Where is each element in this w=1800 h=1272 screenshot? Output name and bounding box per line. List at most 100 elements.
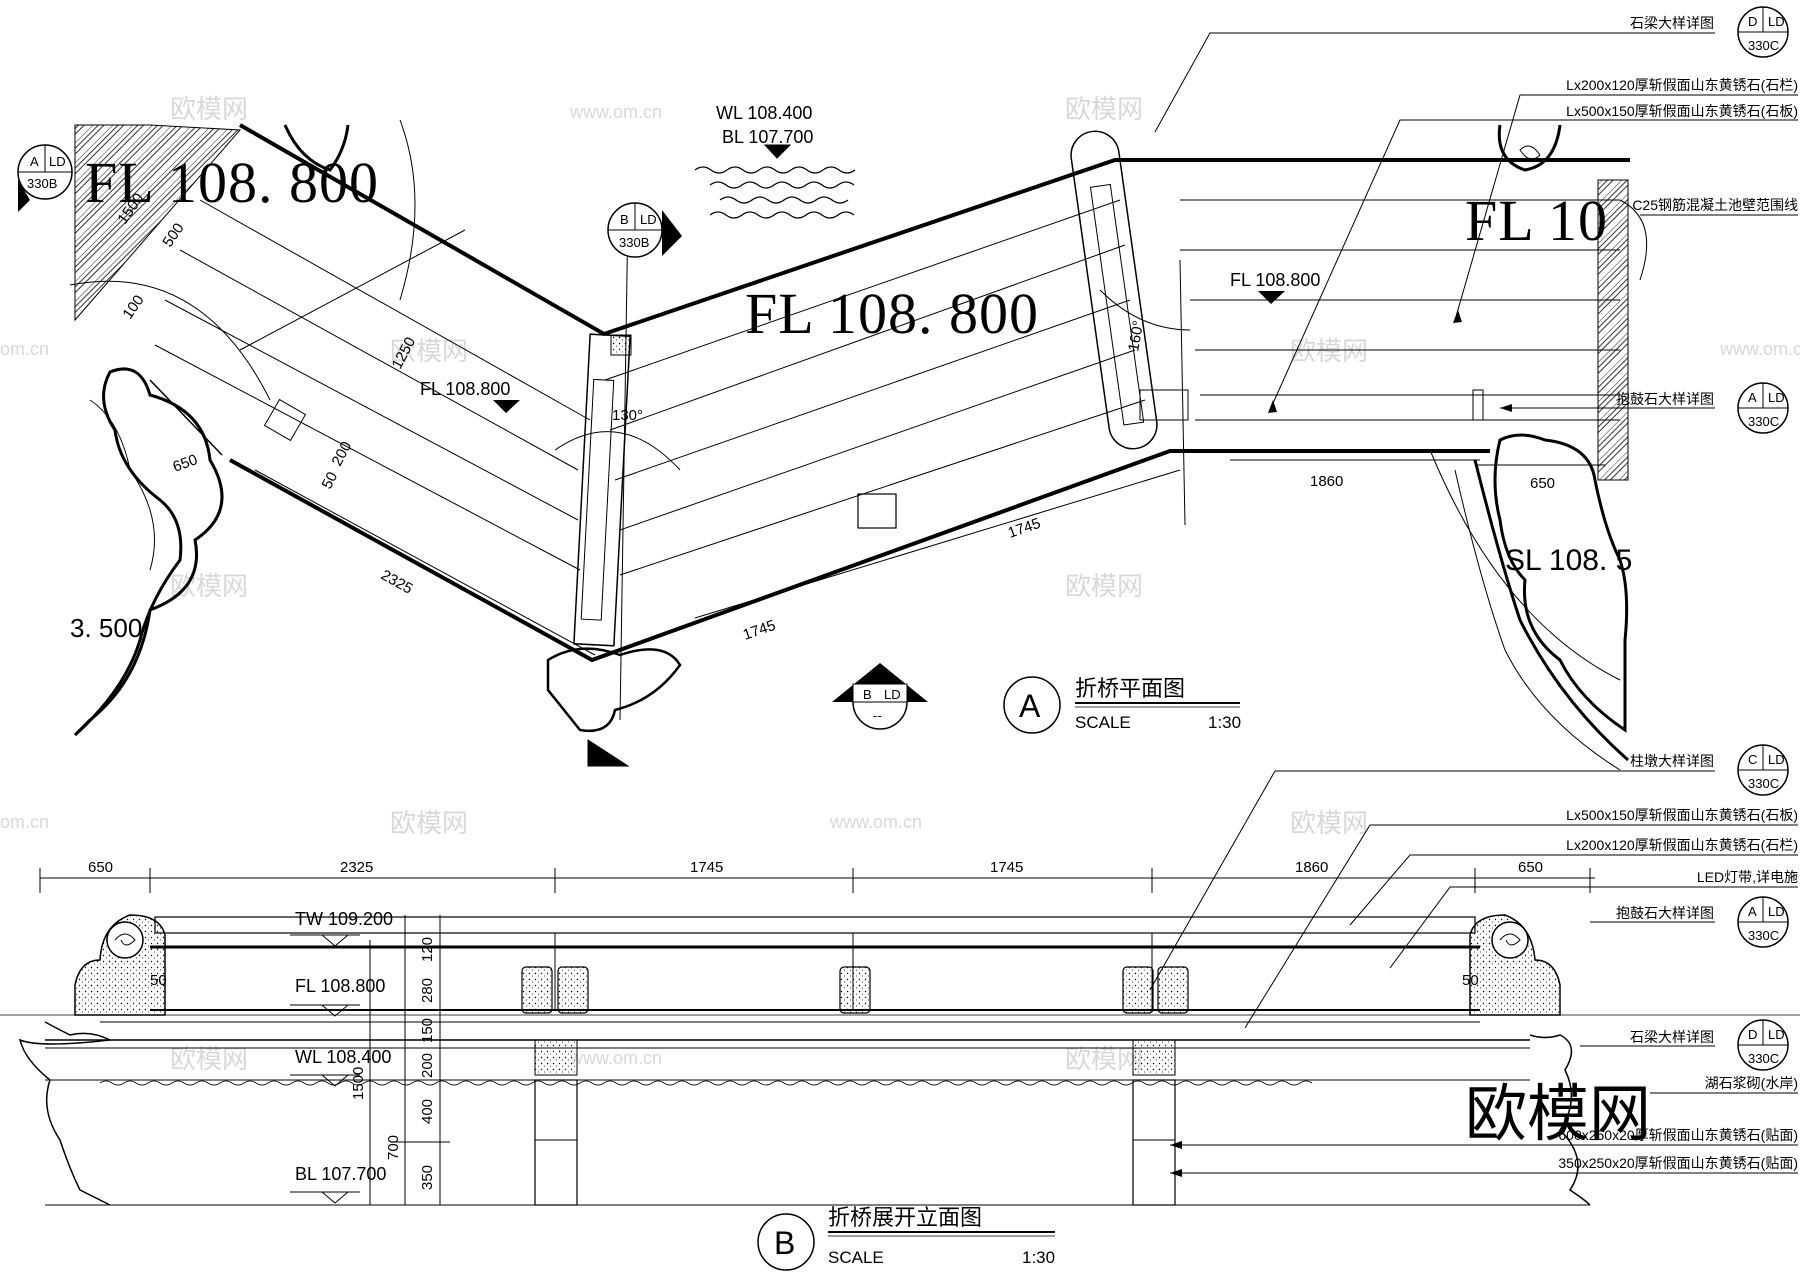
- section-mark-b-bottom: B LD --: [832, 663, 928, 730]
- elev-dim-650-left: 650: [88, 859, 113, 876]
- elev-posts: [521, 966, 1189, 1014]
- level-marker: [1258, 291, 1285, 304]
- rock-top-right: [1497, 124, 1562, 172]
- level-tw: TW 109.200: [295, 909, 393, 929]
- callout-rail: Lx200x120厚斩假面山东黄锈石(石栏): [1566, 77, 1798, 93]
- dim-650-right: 650: [1530, 475, 1555, 492]
- watermark-site: www.om.cn: [1719, 339, 1800, 359]
- angle-160: 160°: [1125, 319, 1147, 353]
- callout-concrete-wall: C25钢筋混凝土池壁范围线: [1632, 197, 1798, 213]
- watermark-site: om.cn: [0, 812, 49, 832]
- svg-text:LD: LD: [1768, 904, 1785, 919]
- bridge-south-edge: [229, 449, 1490, 663]
- vdim-150: 150: [419, 1018, 436, 1043]
- vdim-280: 280: [419, 978, 436, 1003]
- elevation-callouts: 柱墩大样详图 C LD 330C Lx500x150厚斩假面山东黄锈石(石板) …: [1149, 744, 1798, 1177]
- bridge-north-edge: [239, 123, 1630, 337]
- right-paving-hatch: [1597, 179, 1629, 481]
- pier-130: [573, 333, 631, 647]
- level-fl: FL 108.800: [295, 976, 385, 996]
- elevation-title-name: 折桥展开立面图: [828, 1205, 982, 1230]
- svg-text:330C: 330C: [1748, 1051, 1779, 1066]
- svg-text:LD: LD: [1768, 390, 1785, 405]
- svg-text:1:30: 1:30: [1022, 1248, 1055, 1267]
- svg-text:--: --: [873, 708, 882, 723]
- plan-callouts: 石梁大样详图 D LD 330C Lx200x120厚斩假面山东黄锈石(石栏) …: [1154, 6, 1798, 434]
- elev-pier-1: [534, 1039, 578, 1076]
- dim-1860: 1860: [1310, 473, 1343, 490]
- svg-text:LD: LD: [49, 154, 66, 169]
- fl-small-2: FL 108.800: [1230, 270, 1320, 290]
- watermark-brand: 欧模网: [390, 336, 468, 366]
- angle-130: 130°: [612, 407, 643, 424]
- callout-drum-stone: 抱鼓石大样详图: [1616, 391, 1714, 407]
- vdim-120: 120: [419, 937, 436, 962]
- plan-view: [69, 119, 1648, 771]
- bottom-level: BL 107.700: [722, 127, 813, 147]
- left-paving-hatch: [74, 124, 242, 322]
- watermark-logo: 欧模网: [1465, 1080, 1651, 1149]
- watermark-brand: 欧模网: [1290, 336, 1368, 366]
- rock-bottom: [546, 647, 682, 733]
- rock-right: [1493, 433, 1629, 733]
- svg-text:D: D: [1748, 1027, 1757, 1042]
- vdim-350: 350: [419, 1165, 436, 1190]
- watermark-brand: 欧模网: [1065, 1044, 1143, 1074]
- rock-left: [73, 367, 224, 737]
- svg-text:B: B: [774, 1225, 795, 1261]
- elevation-labels: 650 2325 1745 1745 1860 650 TW 109.200 F…: [88, 859, 1543, 1190]
- callout-cladding-350: 350x250x20厚斩假面山东黄锈石(贴面): [1558, 1155, 1798, 1171]
- callout-led: LED灯带,详电施: [1697, 869, 1798, 885]
- callout-shore: 湖石浆砌(水岸): [1705, 1075, 1798, 1091]
- plan-labels: FL 108. 800 FL 108. 800 FL 10 SL 108. 5 …: [70, 103, 1632, 644]
- shore-left: [18, 1021, 113, 1206]
- elev-dim-1745-b: 1745: [990, 859, 1023, 876]
- fl-label-center: FL 108. 800: [745, 281, 1039, 346]
- pier-160: [1070, 130, 1158, 450]
- svg-text:C: C: [1748, 752, 1757, 767]
- plan-title-name: 折桥平面图: [1075, 676, 1185, 701]
- svg-text:LD: LD: [1768, 14, 1785, 29]
- dim-1745-a: 1745: [1006, 515, 1043, 542]
- svg-text:LD: LD: [1768, 752, 1785, 767]
- watermark-brand: 欧模网: [170, 94, 248, 124]
- left-partial-label: 3. 500: [70, 613, 142, 643]
- svg-text:B: B: [863, 687, 872, 702]
- watermark-site: www.om.cn: [829, 812, 922, 832]
- svg-text:D: D: [1748, 14, 1757, 29]
- svg-text:SCALE: SCALE: [1075, 713, 1131, 732]
- svg-text:330C: 330C: [1748, 776, 1779, 791]
- watermark-site: www.om.cn: [569, 102, 662, 122]
- section-mark-b-top: B LD 330B: [607, 202, 682, 258]
- watermark-brand: 欧模网: [1065, 571, 1143, 601]
- level-wl: WL 108.400: [295, 1047, 391, 1067]
- side-50-left: 50: [150, 972, 167, 989]
- dim-650-left: 650: [171, 451, 200, 476]
- svg-text:A: A: [1748, 904, 1757, 919]
- dim-200: 200: [329, 439, 356, 469]
- svg-text:1:30: 1:30: [1208, 713, 1241, 732]
- vdim-1500: 1500: [350, 1067, 367, 1100]
- side-50-right: 50: [1462, 972, 1479, 989]
- elevation-title: B 折桥展开立面图 SCALE 1:30: [757, 1205, 1055, 1271]
- svg-text:LD: LD: [884, 687, 901, 702]
- sl-label: SL 108. 5: [1505, 544, 1632, 577]
- callout-cladding-600: 600x250x20厚斩假面山东黄锈石(贴面): [1558, 1127, 1798, 1143]
- water-waves: [694, 166, 856, 219]
- callout-elev-slab: Lx500x150厚斩假面山东黄锈石(石板): [1566, 807, 1798, 823]
- svg-text:330C: 330C: [1748, 414, 1779, 429]
- elev-dim-1745-a: 1745: [690, 859, 723, 876]
- callout-elev-beam: 石梁大样详图: [1630, 1029, 1714, 1045]
- dim-50: 50: [319, 469, 342, 492]
- vdim-200: 200: [419, 1053, 436, 1078]
- dim-1745-b: 1745: [741, 617, 778, 644]
- elev-dim-650-right: 650: [1518, 859, 1543, 876]
- watermark-brand: 欧模网: [170, 571, 248, 601]
- svg-text:330B: 330B: [27, 176, 57, 191]
- dim-100: 100: [119, 292, 147, 322]
- fl-label-right: FL 10: [1465, 188, 1608, 253]
- callout-slab: Lx500x150厚斩假面山东黄锈石(石板): [1566, 103, 1798, 119]
- shore-right: [1529, 1034, 1591, 1206]
- elev-pier-2: [1132, 1039, 1176, 1076]
